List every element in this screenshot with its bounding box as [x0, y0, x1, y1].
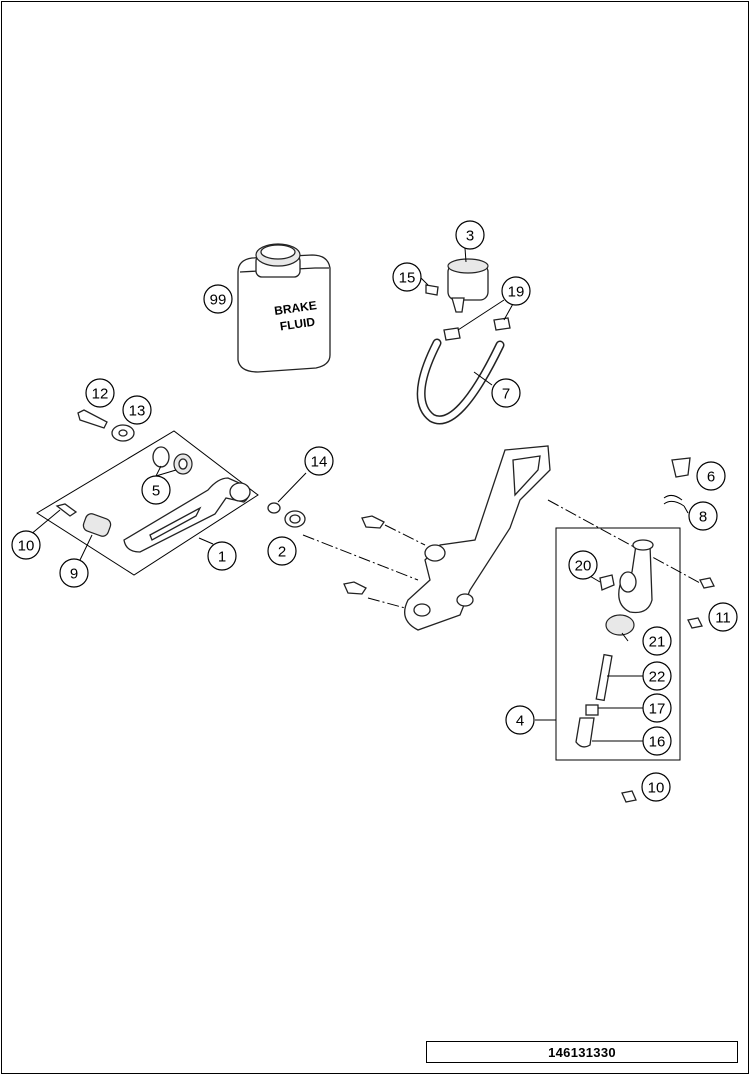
- dust-boot: [605, 614, 635, 636]
- callout-19: 19: [501, 276, 531, 306]
- pedal-bolt: [55, 503, 78, 517]
- svg-text:15: 15: [399, 270, 416, 287]
- brake-pedal-group-box: [36, 430, 259, 576]
- callout-10-left: 10: [11, 530, 41, 560]
- callout-14: 14: [304, 446, 334, 476]
- callout-7: 7: [491, 378, 521, 408]
- master-cylinder-group-box: [555, 527, 681, 761]
- bracket-bolt-lower: [343, 581, 367, 595]
- callout-21: 21: [642, 626, 672, 656]
- svg-text:2: 2: [278, 544, 286, 561]
- svg-text:1: 1: [218, 549, 226, 566]
- callout-5: 5: [141, 475, 171, 505]
- footrest-bracket: [404, 445, 551, 631]
- svg-text:10: 10: [18, 538, 35, 555]
- brake-hose: [418, 340, 503, 423]
- lock-nut: [585, 704, 599, 716]
- svg-text:9: 9: [70, 566, 78, 583]
- svg-text:16: 16: [649, 734, 666, 751]
- mc-bolt-lower: [687, 617, 703, 629]
- svg-text:4: 4: [516, 713, 524, 730]
- callout-13: 13: [122, 395, 152, 425]
- callout-15: 15: [392, 262, 422, 292]
- svg-text:5: 5: [152, 483, 160, 500]
- mc-bolt-upper: [699, 577, 715, 589]
- svg-text:14: 14: [311, 454, 328, 471]
- callout-20: 20: [568, 550, 598, 580]
- svg-text:19: 19: [508, 284, 525, 301]
- svg-text:11: 11: [715, 610, 731, 627]
- callout-10-right: 10: [641, 772, 671, 802]
- svg-text:3: 3: [466, 228, 474, 245]
- svg-text:13: 13: [129, 403, 146, 420]
- document-number-box: 146131330: [426, 1041, 738, 1063]
- bottle-label-line2: FLUID: [279, 315, 316, 334]
- spring-clip: [663, 494, 685, 507]
- bleeder-cap: [671, 457, 691, 478]
- brake-fluid-reservoir: [447, 258, 489, 313]
- callout-6: 6: [696, 461, 726, 491]
- svg-text:17: 17: [649, 701, 666, 718]
- svg-text:20: 20: [575, 558, 592, 575]
- callout-12: 12: [85, 378, 115, 408]
- callout-22: 22: [642, 661, 672, 691]
- svg-text:22: 22: [649, 669, 666, 686]
- callout-2: 2: [267, 536, 297, 566]
- bottle-label-line1: BRAKE: [273, 298, 317, 318]
- svg-text:21: 21: [649, 634, 666, 651]
- callout-9: 9: [59, 558, 89, 588]
- callout-11: 11: [708, 602, 738, 632]
- callout-3: 3: [455, 220, 485, 250]
- clevis: [575, 717, 595, 748]
- pivot-bolt: [77, 409, 108, 429]
- hose-clamp-right: [493, 317, 511, 331]
- clevis-bolt: [621, 790, 637, 803]
- push-rod: [595, 653, 613, 702]
- spring-washer: [267, 502, 281, 514]
- svg-text:99: 99: [210, 292, 227, 309]
- brake-fluid-bottle: BRAKE FLUID: [237, 243, 331, 373]
- pedal-tip: [82, 513, 112, 537]
- hose-clamp-left: [443, 327, 461, 341]
- svg-text:8: 8: [699, 509, 707, 526]
- svg-text:12: 12: [92, 386, 109, 403]
- svg-text:6: 6: [707, 469, 715, 486]
- callout-8: 8: [688, 501, 718, 531]
- callout-16: 16: [642, 726, 672, 756]
- bracket-bolt-upper: [361, 515, 385, 529]
- reservoir-screw: [425, 284, 439, 296]
- svg-text:7: 7: [502, 386, 510, 403]
- callout-17: 17: [642, 693, 672, 723]
- svg-text:10: 10: [648, 780, 665, 797]
- banjo-fitting: [599, 574, 615, 591]
- document-number: 146131330: [548, 1044, 616, 1060]
- callout-99: 99: [203, 284, 233, 314]
- callout-4: 4: [505, 705, 535, 735]
- callout-1: 1: [207, 541, 237, 571]
